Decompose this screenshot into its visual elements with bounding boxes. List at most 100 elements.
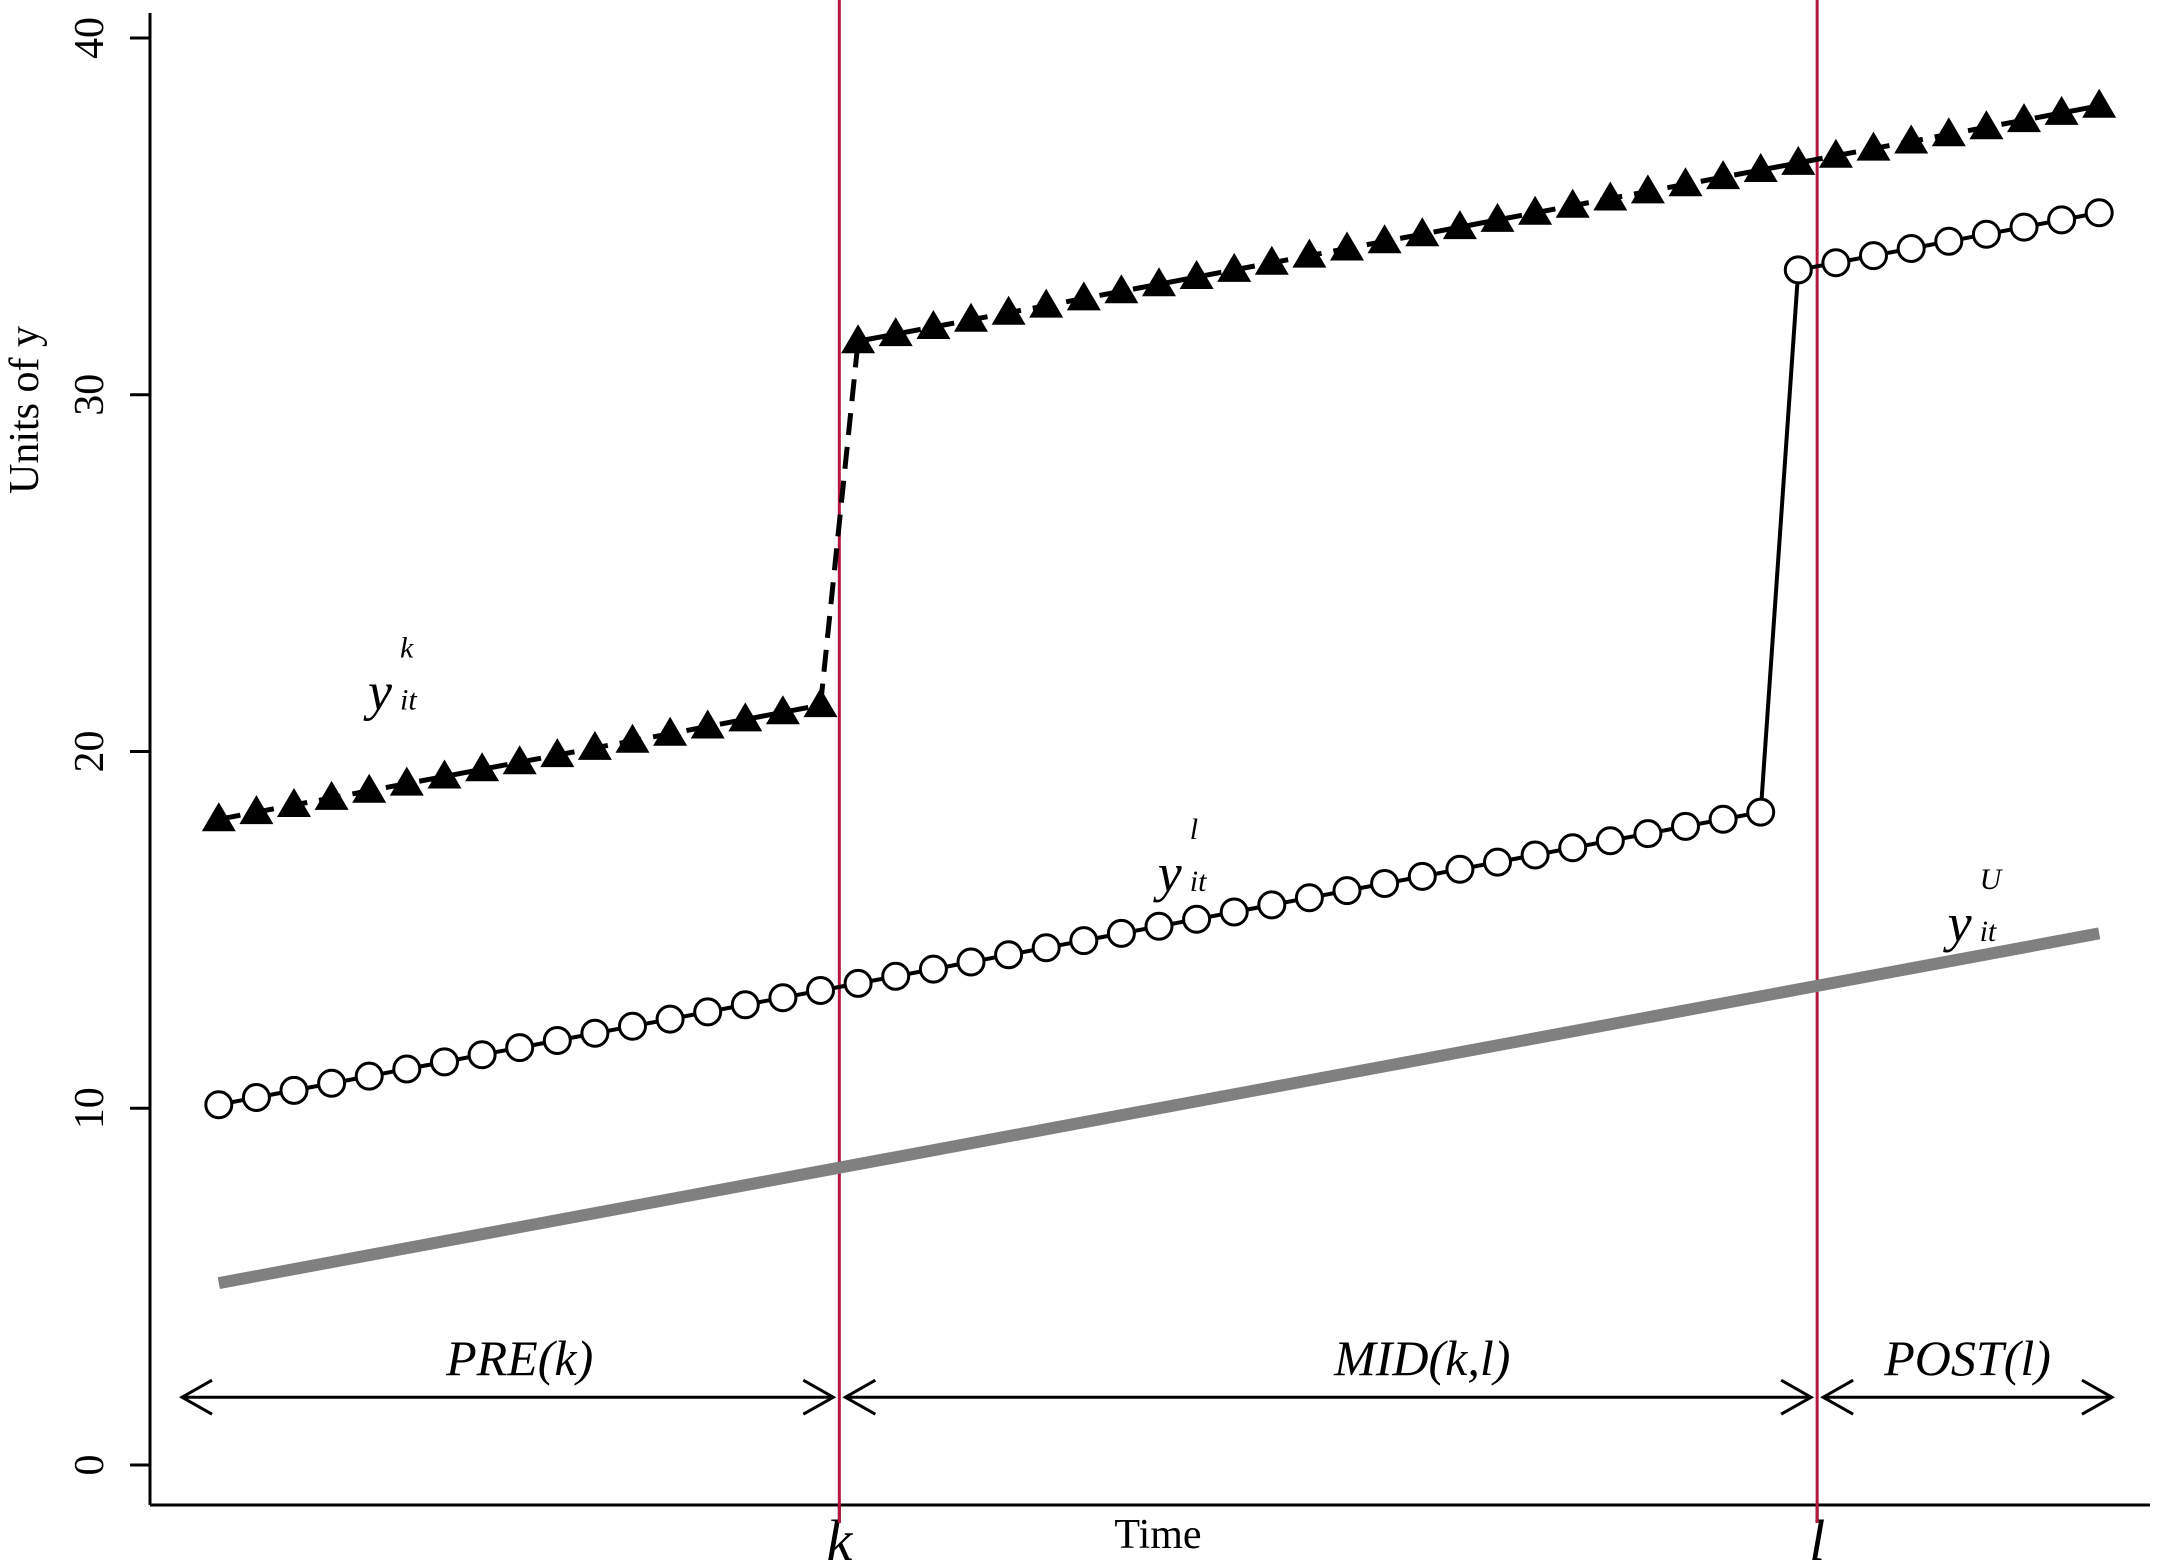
vertical-markers — [837, 0, 1819, 1523]
data-point-triangle — [1405, 217, 1440, 247]
data-point-circle — [1483, 847, 1512, 877]
annotation-arrowhead-right — [1780, 1378, 1815, 1416]
x-tick-label: l — [1809, 1508, 1825, 1563]
annotation-arrowhead-right — [2081, 1378, 2116, 1416]
data-point-triangle — [1367, 224, 1402, 254]
data-point-circle — [693, 997, 723, 1027]
data-point-circle — [2009, 212, 2039, 242]
data-point-triangle — [1668, 167, 1703, 197]
data-point-circle — [956, 947, 986, 977]
data-point-triangle — [1781, 145, 1816, 175]
data-point-triangle — [1593, 181, 1628, 211]
data-point-circle — [618, 1011, 647, 1041]
series-label: yk it — [363, 631, 417, 721]
data-point-triangle — [1442, 210, 1477, 240]
data-point-triangle — [765, 695, 800, 725]
annotation-label: PRE(k) — [445, 1330, 593, 1386]
data-point-triangle — [540, 738, 575, 768]
annotation-label: POST(l) — [1883, 1330, 2051, 1386]
series-label-subscript: it — [400, 683, 417, 716]
series-label-superscript: l — [1190, 813, 1198, 846]
data-point-circle — [1971, 219, 2001, 249]
data-point-circle — [204, 1090, 234, 1120]
annotation-arrowhead-left — [178, 1378, 213, 1416]
data-point-circle — [1294, 883, 1324, 913]
y-tick-label: 0 — [67, 1455, 113, 1476]
data-point-circle — [1144, 911, 1174, 941]
data-point-circle — [1821, 248, 1851, 278]
data-point-circle — [655, 1004, 685, 1034]
data-point-triangle — [1743, 153, 1778, 182]
data-point-circle — [1407, 861, 1437, 891]
y-tick-label: 20 — [67, 731, 113, 773]
data-point-circle — [467, 1040, 497, 1070]
data-point-triangle — [653, 716, 688, 746]
data-point-triangle — [1630, 174, 1665, 204]
data-point-circle — [806, 976, 835, 1005]
data-point-triangle — [201, 802, 236, 832]
data-point-triangle — [1217, 252, 1252, 282]
data-point-circle — [1332, 876, 1362, 906]
data-point-triangle — [427, 759, 462, 789]
data-point-triangle — [239, 795, 274, 825]
data-point-circle — [1182, 904, 1212, 934]
data-point-circle — [918, 954, 948, 984]
data-point-triangle — [1931, 117, 1966, 147]
series-layer — [201, 88, 2117, 1289]
data-point-triangle — [1856, 131, 1891, 161]
data-point-triangle — [916, 310, 951, 339]
series-label-main: y — [363, 661, 392, 721]
x-axis-label: Time — [1114, 1512, 1201, 1558]
data-point-triangle — [314, 780, 349, 810]
data-point-circle — [843, 968, 873, 998]
data-point-triangle — [1142, 267, 1176, 297]
data-point-circle — [430, 1047, 459, 1077]
y-tick-label: 40 — [67, 17, 113, 59]
data-point-circle — [1445, 854, 1475, 884]
data-point-circle — [1257, 890, 1287, 920]
data-point-circle — [1558, 833, 1588, 863]
data-point-triangle — [878, 317, 913, 347]
data-point-triangle — [277, 788, 311, 817]
annotation-arrowhead-left — [842, 1378, 877, 1416]
data-point-triangle — [1029, 288, 1064, 318]
data-point-circle — [1031, 933, 1061, 963]
data-point-circle — [2084, 198, 2114, 228]
data-point-triangle — [1518, 195, 1553, 225]
data-point-triangle — [991, 295, 1026, 325]
data-point-triangle — [2044, 95, 2079, 125]
series-line — [218, 103, 2100, 822]
series-label-superscript: U — [1980, 863, 2004, 896]
series-label-superscript: k — [400, 631, 414, 664]
data-point-circle — [1520, 840, 1550, 870]
data-point-circle — [1896, 234, 1926, 263]
series-line — [217, 927, 2101, 1289]
data-point-triangle — [1818, 138, 1853, 168]
data-point-circle — [392, 1054, 422, 1084]
data-point-triangle — [1292, 238, 1327, 268]
series-label-main: y — [1943, 893, 1972, 953]
data-point-circle — [2047, 205, 2077, 235]
data-point-triangle — [954, 302, 988, 332]
data-point-triangle — [615, 723, 650, 753]
data-point-triangle — [1894, 124, 1929, 154]
data-point-triangle — [502, 745, 537, 775]
data-point-circle — [354, 1061, 384, 1091]
annotation-arrowhead-right — [802, 1378, 837, 1416]
y-axis-label: Units of y — [2, 326, 48, 494]
annotation-arrowhead-left — [1820, 1378, 1854, 1416]
data-point-triangle — [2007, 103, 2041, 133]
data-point-circle — [1595, 826, 1625, 856]
data-point-circle — [1219, 897, 1249, 927]
data-point-circle — [1708, 804, 1738, 834]
data-point-circle — [881, 961, 911, 991]
data-point-circle — [580, 1018, 610, 1048]
data-point-circle — [317, 1068, 347, 1098]
data-point-circle — [542, 1026, 572, 1055]
data-point-circle — [1069, 926, 1099, 956]
data-point-triangle — [1066, 281, 1101, 311]
data-point-triangle — [389, 766, 424, 796]
